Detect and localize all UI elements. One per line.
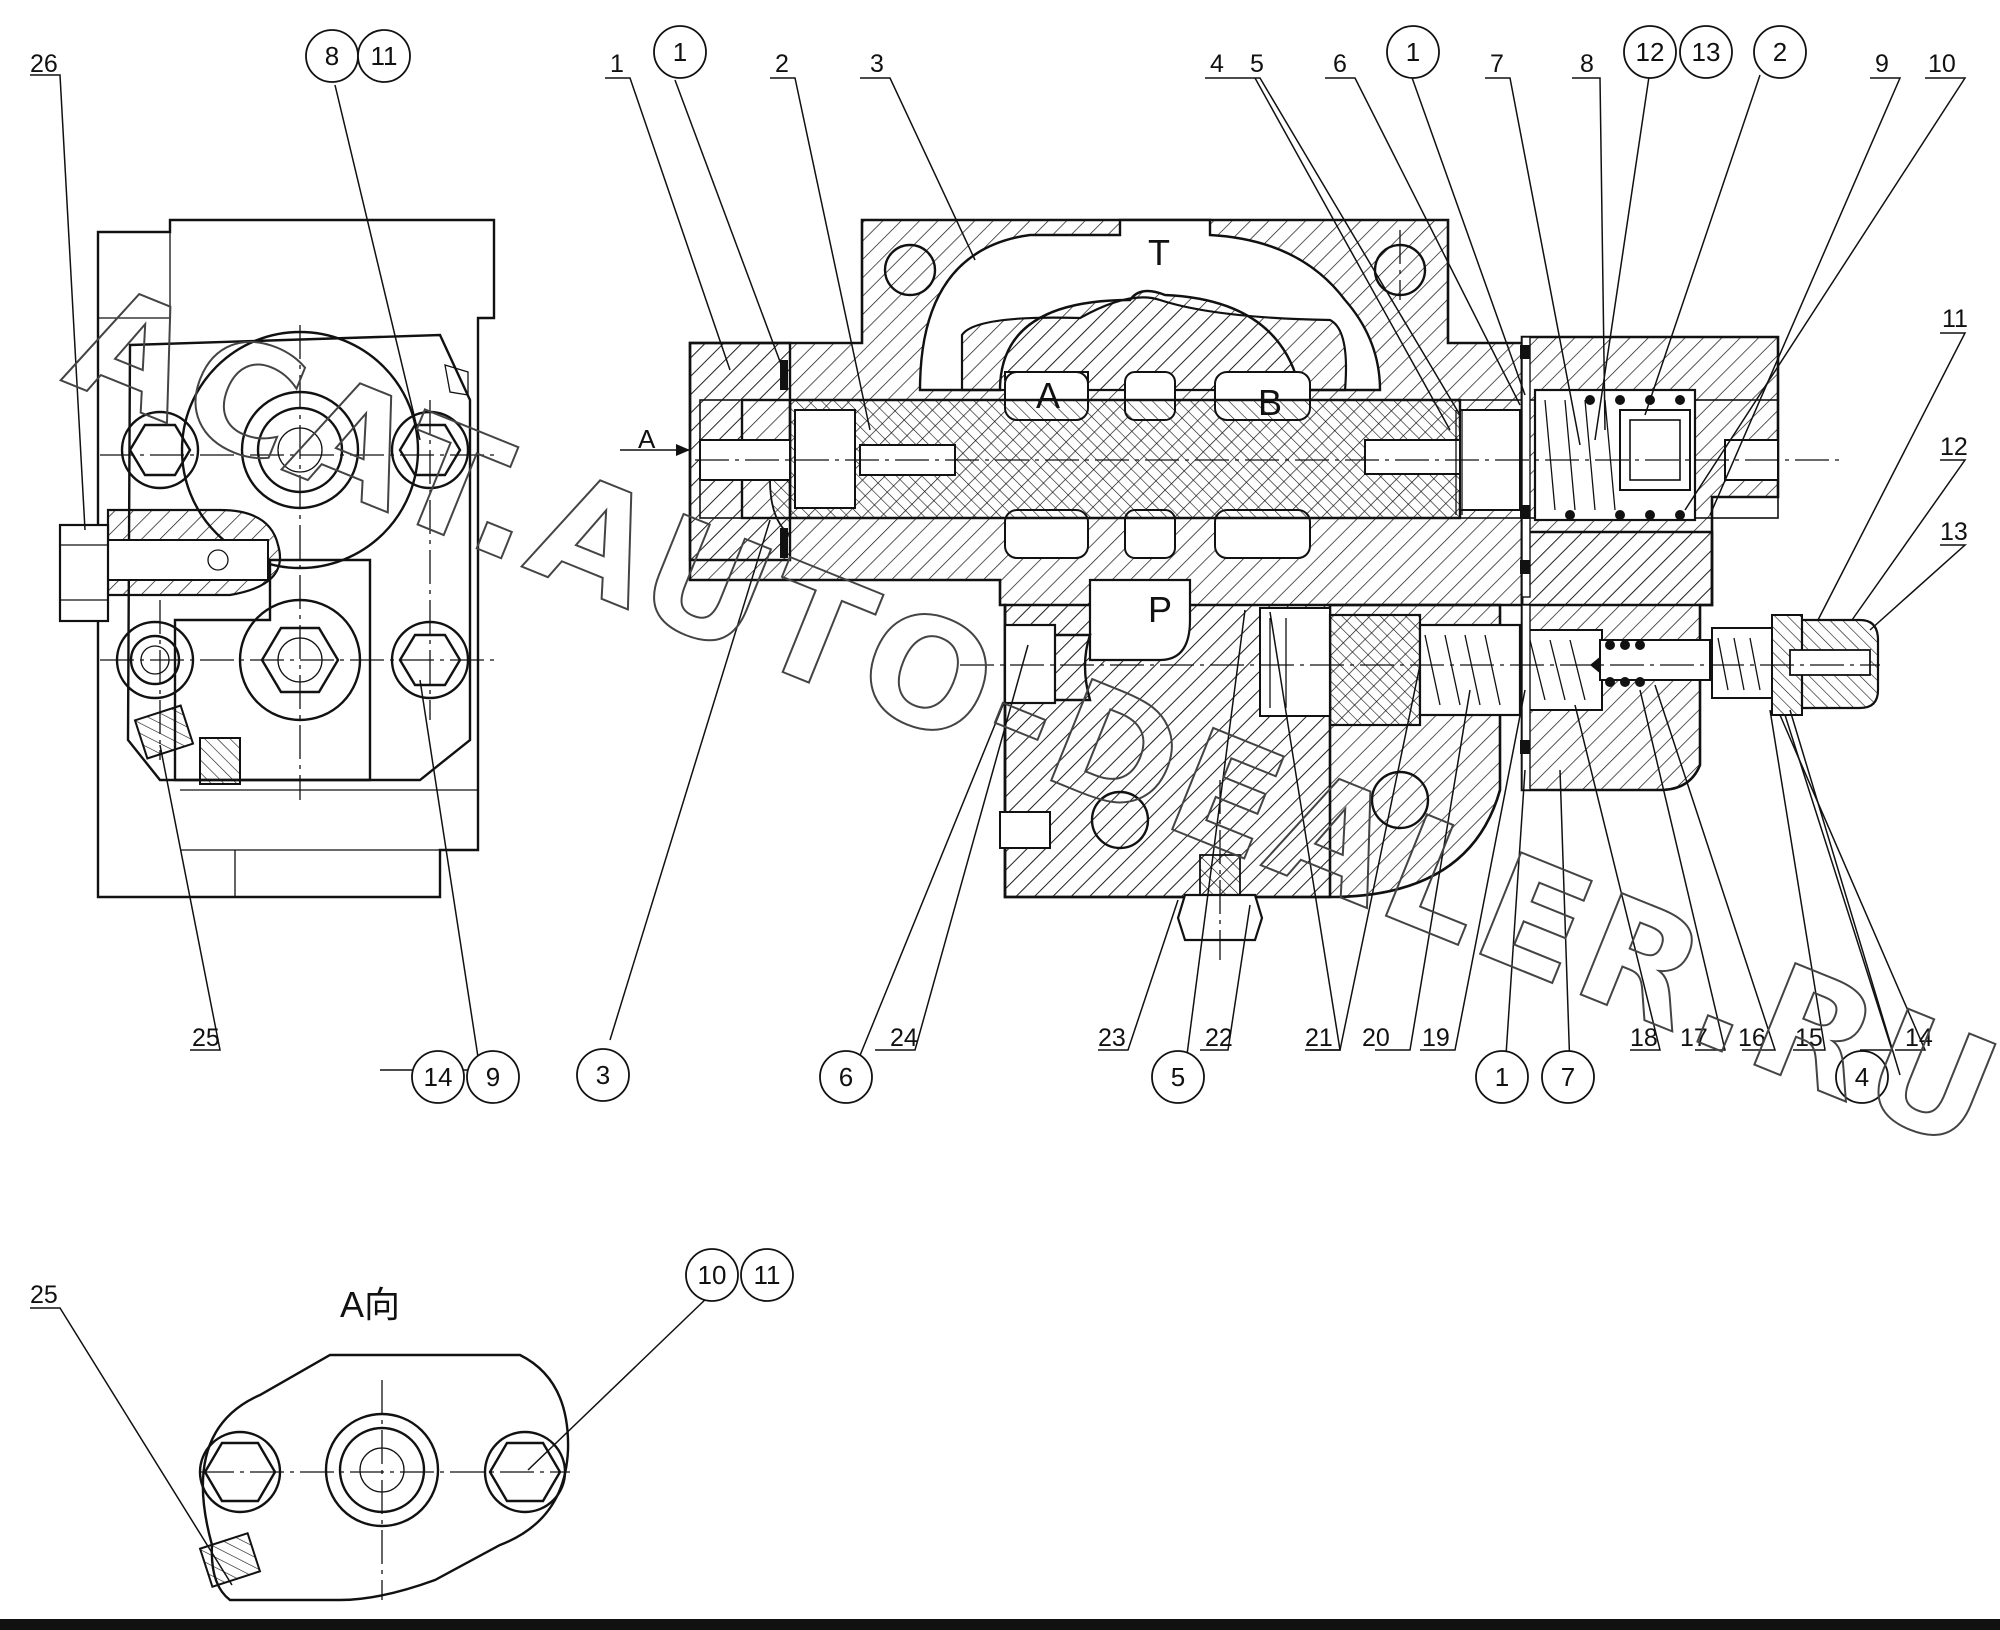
bubble-8-side: 8 xyxy=(305,29,359,83)
bubble-4-bottom: 4 xyxy=(1835,1050,1889,1104)
bubble-14-side: 14 xyxy=(411,1050,465,1104)
bubble-1-top-right: 1 xyxy=(1386,25,1440,79)
label-7-top: 7 xyxy=(1490,50,1504,78)
svg-text:1: 1 xyxy=(673,37,687,67)
label-16: 16 xyxy=(1738,1024,1766,1052)
bubble-9-side: 9 xyxy=(466,1050,520,1104)
label-10-top: 10 xyxy=(1928,50,1956,78)
label-3-top: 3 xyxy=(870,50,884,78)
label-13-right: 13 xyxy=(1940,518,1968,546)
label-1-top: 1 xyxy=(610,50,624,78)
bubble-13-top: 13 xyxy=(1679,25,1733,79)
svg-text:1: 1 xyxy=(1495,1062,1509,1092)
svg-text:10: 10 xyxy=(698,1260,727,1290)
svg-text:7: 7 xyxy=(1561,1062,1575,1092)
label-6-top: 6 xyxy=(1333,50,1347,78)
seal-dots-lower xyxy=(1605,640,1645,687)
port-letter-b: B xyxy=(1258,382,1282,423)
label-4-top: 4 xyxy=(1210,50,1224,78)
bubble-3-bottom: 3 xyxy=(576,1048,630,1102)
side-view xyxy=(58,218,500,899)
bubble-1-top-left: 1 xyxy=(653,25,707,79)
bolt-top-left xyxy=(120,410,200,490)
port-letter-a: A xyxy=(1036,375,1060,416)
svg-text:13: 13 xyxy=(1692,37,1721,67)
main-section xyxy=(688,218,1880,960)
label-texts: 26 25 1 2 3 4 5 6 7 8 9 10 11 12 13 24 2… xyxy=(30,50,1968,1325)
svg-text:6: 6 xyxy=(839,1062,853,1092)
bubbles: 8 11 14 9 1 1 12 13 2 3 6 5 1 7 4 10 11 xyxy=(305,25,1889,1302)
port-letter-t: T xyxy=(1148,232,1170,273)
svg-text:12: 12 xyxy=(1636,37,1665,67)
label-15: 15 xyxy=(1795,1024,1823,1052)
label-22: 22 xyxy=(1205,1024,1233,1052)
label-25-side: 25 xyxy=(192,1024,220,1052)
label-24: 24 xyxy=(890,1024,918,1052)
label-20: 20 xyxy=(1362,1024,1390,1052)
label-11-right: 11 xyxy=(1942,305,1968,333)
bubble-6-bottom: 6 xyxy=(819,1050,873,1104)
svg-text:14: 14 xyxy=(424,1062,453,1092)
bubble-11-side: 11 xyxy=(357,29,411,83)
view-a-title: A向 xyxy=(340,1284,400,1325)
svg-text:8: 8 xyxy=(325,41,339,71)
label-5-top: 5 xyxy=(1250,50,1264,78)
label-8-top: 8 xyxy=(1580,50,1594,78)
label-23: 23 xyxy=(1098,1024,1126,1052)
svg-text:3: 3 xyxy=(596,1060,610,1090)
view-a xyxy=(198,1353,570,1602)
bubble-11-view: 11 xyxy=(740,1248,794,1302)
bubble-12-top: 12 xyxy=(1623,25,1677,79)
label-26: 26 xyxy=(30,50,58,78)
label-12-right: 12 xyxy=(1940,433,1968,461)
label-14: 14 xyxy=(1905,1024,1933,1052)
label-21: 21 xyxy=(1305,1024,1333,1052)
label-25-view: 25 xyxy=(30,1281,58,1309)
frame-bottom-border xyxy=(0,1619,2000,1630)
label-19: 19 xyxy=(1422,1024,1450,1052)
bubble-2-top: 2 xyxy=(1753,25,1807,79)
direction-letter-a: A xyxy=(638,424,656,454)
svg-text:11: 11 xyxy=(371,41,398,71)
bubble-7-bottom: 7 xyxy=(1541,1050,1595,1104)
svg-text:11: 11 xyxy=(754,1260,781,1290)
svg-text:1: 1 xyxy=(1406,37,1420,67)
label-17: 17 xyxy=(1680,1024,1708,1052)
bubble-10-view: 10 xyxy=(685,1248,739,1302)
svg-text:4: 4 xyxy=(1855,1062,1869,1092)
svg-text:9: 9 xyxy=(486,1062,500,1092)
label-9-top: 9 xyxy=(1875,50,1889,78)
seal-dots-upper xyxy=(1565,395,1685,520)
bubble-5-bottom: 5 xyxy=(1151,1050,1205,1104)
port-letter-p: P xyxy=(1148,589,1172,630)
svg-text:5: 5 xyxy=(1171,1062,1185,1092)
svg-text:2: 2 xyxy=(1773,37,1787,67)
label-2-top: 2 xyxy=(775,50,789,78)
bubble-1-bottom: 1 xyxy=(1475,1050,1529,1104)
label-18: 18 xyxy=(1630,1024,1658,1052)
